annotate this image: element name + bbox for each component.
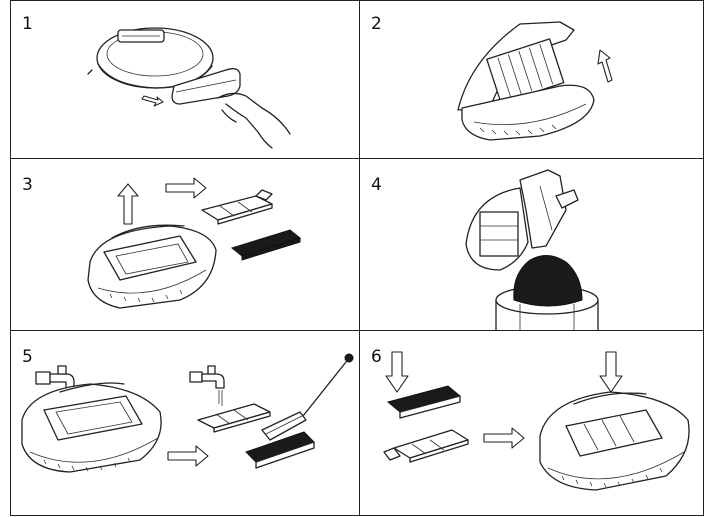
- step-4-panel: 4: [371, 170, 598, 330]
- dustbin-rinse: [22, 383, 161, 472]
- filter-frame: [198, 404, 270, 432]
- step-2-number: 2: [371, 14, 382, 34]
- cleaning-brush-icon: [262, 354, 353, 440]
- hepa-filter: [246, 432, 314, 468]
- dust-pile: [514, 255, 582, 306]
- arrow-down-icon: [386, 352, 408, 392]
- dustbin-open-lid: [458, 22, 594, 140]
- arrow-up-icon: [118, 184, 138, 224]
- dustbin-tilted: [466, 170, 578, 270]
- step-5-panel: 5: [22, 347, 353, 472]
- step-2-panel: 2: [371, 14, 612, 140]
- arrow-right-icon: [484, 428, 524, 448]
- step-1-number: 1: [22, 14, 33, 34]
- filter-frame: [202, 190, 272, 224]
- dustbin-reassembled: [540, 392, 689, 490]
- step-5-number: 5: [22, 347, 33, 367]
- arrow-up-icon: [598, 50, 612, 82]
- hepa-filter: [388, 386, 460, 418]
- robot-vacuum-top: [88, 28, 213, 88]
- grid-frame: [10, 0, 704, 516]
- step-4-number: 4: [371, 175, 382, 195]
- step-6-panel: 6: [371, 347, 689, 490]
- step-3-panel: 3: [22, 175, 300, 308]
- arrow-right-icon: [142, 96, 163, 106]
- water-tap-icon: [190, 366, 224, 406]
- filter-frame: [384, 430, 468, 462]
- hepa-filter: [232, 230, 300, 260]
- arrow-down-icon: [600, 352, 622, 392]
- step-3-number: 3: [22, 175, 33, 195]
- arrow-right-icon: [166, 178, 206, 198]
- dustbin-open-empty: [88, 225, 216, 308]
- step-6-number: 6: [371, 347, 382, 367]
- hand: [218, 93, 290, 148]
- step-1-panel: 1: [22, 14, 290, 148]
- arrow-right-icon: [168, 446, 208, 466]
